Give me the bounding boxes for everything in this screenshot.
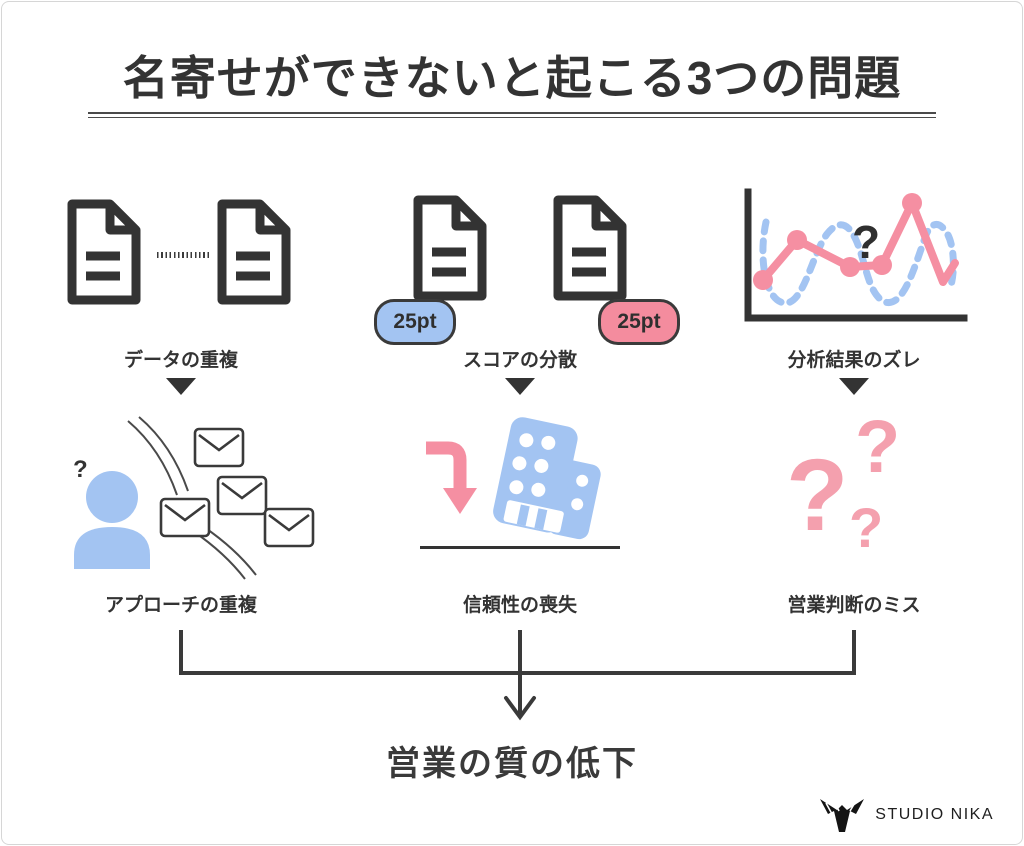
chart-question-mark: ? — [852, 216, 880, 268]
duplicate-approach-illustration: ? — [73, 416, 315, 580]
decline-arrow — [426, 441, 467, 490]
conclusion-text: 営業の質の低下 — [386, 745, 638, 783]
arrow-down-triangle — [505, 378, 535, 395]
envelope-icon — [193, 427, 245, 468]
building-icon — [493, 417, 601, 540]
document-icon — [553, 195, 627, 301]
document-icon — [413, 195, 487, 301]
swoosh-line — [203, 526, 257, 576]
consequence-label-trust-loss: 信頼性の喪失 — [462, 595, 577, 616]
confused-question-mark: ? — [73, 456, 88, 483]
ground-line — [420, 546, 620, 549]
problem-label-analysis-gap: 分析結果のズレ — [787, 350, 921, 371]
studio-nika-logo-icon — [820, 799, 865, 832]
merge-bracket-arrow — [179, 630, 856, 721]
document-icon — [67, 199, 141, 305]
consequence-label-judgment-miss: 営業判断のミス — [787, 595, 921, 616]
swoosh-line — [138, 416, 189, 492]
problem-label-data-duplication: データの重複 — [123, 350, 238, 371]
trust-loss-illustration — [426, 417, 601, 540]
score-badge-pink: 25pt — [598, 299, 680, 345]
problem-label-score-dispersion: スコアの分散 — [462, 350, 577, 371]
brand-name: STUDIO NIKA — [875, 806, 994, 823]
pink-question-mark-medium: ? — [855, 405, 901, 488]
envelope-icon — [216, 475, 268, 516]
page-title: 名寄せができないと起こる3つの問題 — [122, 52, 902, 104]
pink-question-mark-small: ? — [849, 496, 884, 559]
score-badge-blue: 25pt — [374, 299, 456, 345]
person-body — [74, 527, 150, 569]
person-head — [86, 471, 138, 523]
swoosh-line — [127, 420, 178, 496]
envelope-icon — [263, 507, 315, 548]
title-underline — [88, 112, 936, 118]
brand-footer: STUDIO NIKA — [819, 796, 994, 834]
analysis-chart-icon: ? — [744, 188, 968, 322]
arrow-down-triangle — [839, 378, 869, 395]
pink-question-mark-large: ? — [786, 438, 849, 552]
consequence-label-approach-duplication: アプローチの重複 — [104, 595, 257, 616]
duplicate-link-dotted-line — [157, 252, 209, 258]
document-icon — [217, 199, 291, 305]
decline-arrow-head — [443, 488, 477, 514]
envelope-icon — [159, 497, 211, 538]
arrow-down-triangle — [166, 378, 196, 395]
